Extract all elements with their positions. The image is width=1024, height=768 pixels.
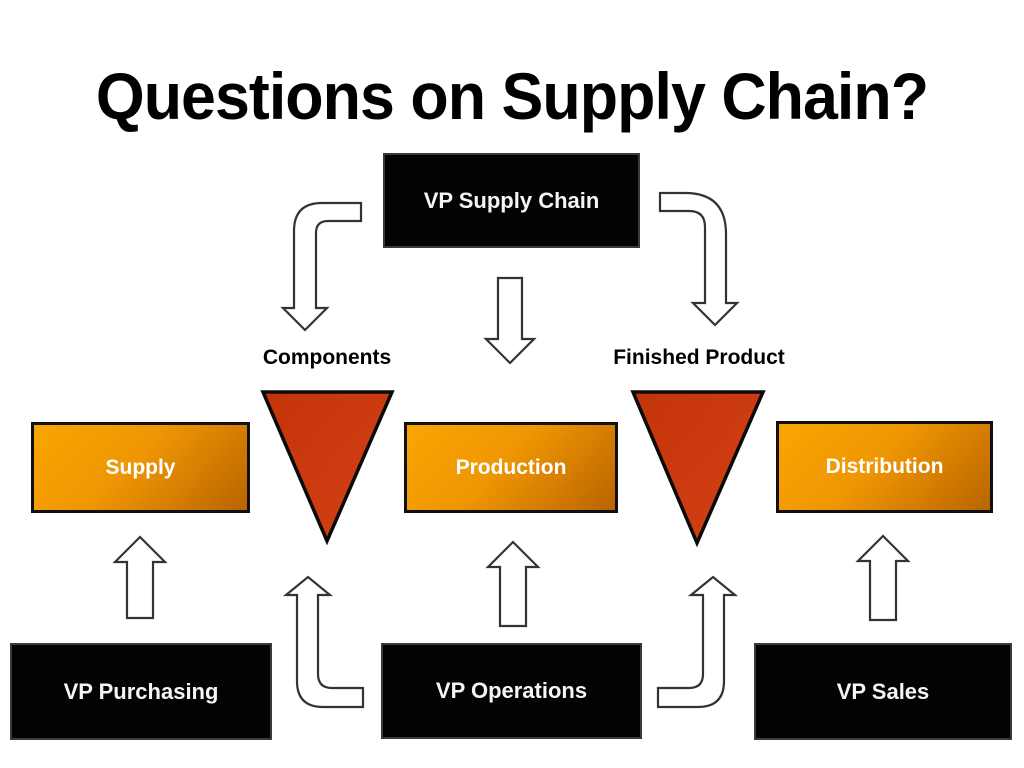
node-supply: Supply — [31, 422, 250, 513]
node-vp-purchasing: VP Purchasing — [10, 643, 272, 740]
node-vp-supply-chain: VP Supply Chain — [383, 153, 640, 248]
finished-product-funnel-triangle — [630, 390, 766, 548]
node-production: Production — [404, 422, 618, 513]
arrow-vp-operations-to-finished-product — [656, 575, 739, 709]
slide-title: Questions on Supply Chain? — [95, 59, 929, 133]
components-funnel-triangle — [260, 390, 395, 546]
arrow-vp-sales-to-distribution — [855, 534, 911, 622]
node-production-label: Production — [455, 455, 567, 479]
node-distribution: Distribution — [776, 421, 993, 513]
node-vp-purchasing-label: VP Purchasing — [63, 678, 219, 704]
arrow-vp-purchasing-to-supply — [112, 535, 168, 620]
arrow-vp-supply-chain-to-production — [483, 276, 537, 365]
node-distribution-label: Distribution — [825, 455, 944, 478]
node-vp-sales: VP Sales — [754, 643, 1012, 740]
node-vp-operations: VP Operations — [381, 643, 642, 739]
node-vp-supply-chain-label: VP Supply Chain — [423, 187, 600, 213]
arrow-vp-operations-to-production — [485, 540, 541, 628]
node-vp-operations-label: VP Operations — [435, 678, 588, 703]
flow-label-finished-product: Finished Product — [613, 346, 785, 369]
arrow-vp-supply-chain-to-components — [280, 201, 363, 332]
node-vp-sales-label: VP Sales — [836, 678, 930, 704]
node-supply-label: Supply — [105, 455, 176, 479]
arrow-vp-supply-chain-to-finished-product — [658, 191, 740, 327]
arrow-vp-operations-to-components — [282, 575, 365, 709]
flow-label-components: Components — [262, 346, 392, 369]
